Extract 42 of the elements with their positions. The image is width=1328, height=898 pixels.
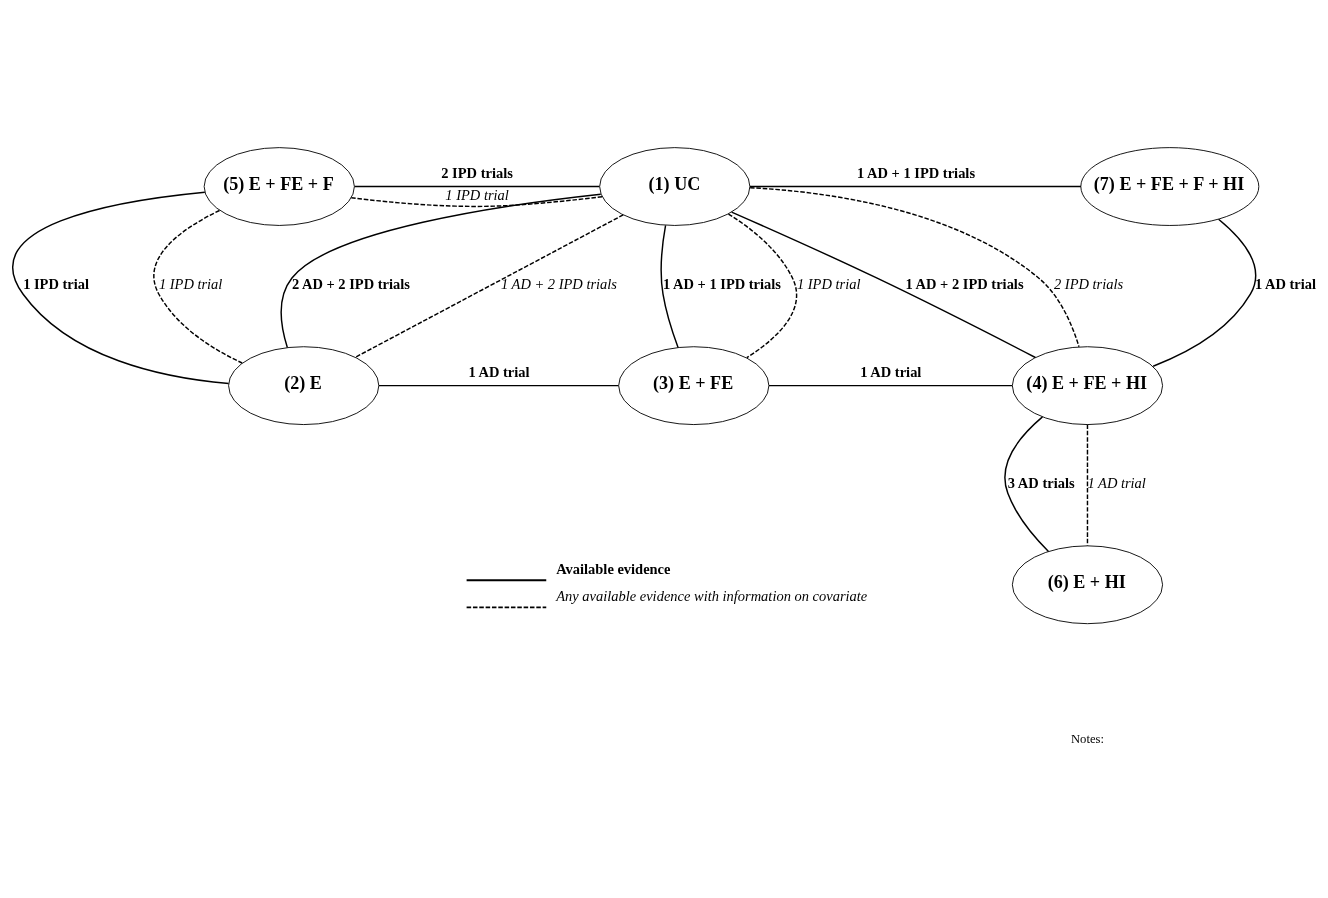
edge-label: 2 IPD trials: [1053, 275, 1124, 292]
connector: [727, 213, 798, 359]
connector: [354, 214, 624, 358]
edge-label: 1 AD trial: [1254, 275, 1316, 292]
edge-label: 2 IPD trials: [441, 165, 513, 182]
connector: [1086, 423, 1089, 547]
edge-label: 1 AD + 1 IPD trials: [857, 165, 976, 182]
connector: [660, 224, 679, 349]
edge-label: 1 AD + 1 IPD trials: [663, 275, 781, 292]
connector: [730, 211, 1037, 359]
connector: [749, 186, 1080, 348]
edge-label: 1 AD + 2 IPD trials: [501, 275, 618, 292]
edge-label: 1 AD + 2 IPD trials: [905, 275, 1024, 292]
connector: [280, 193, 602, 349]
node-ellipse: (2) E: [228, 346, 380, 425]
edge-label: 1 AD trial: [1087, 474, 1146, 491]
connector: [768, 384, 1013, 387]
edge-label: 1 IPD trial: [445, 186, 509, 203]
connector: [749, 185, 1082, 188]
edge-label: 1 AD trial: [468, 364, 530, 381]
connector: [378, 384, 620, 387]
edge-label: 3 AD trials: [1007, 474, 1075, 491]
edge-label: 1 AD trial: [860, 364, 922, 381]
edge-label: 1 IPD trial: [23, 275, 90, 292]
connector: [1152, 218, 1257, 367]
node-ellipse: (4) E + FE + HI: [1011, 346, 1164, 425]
node-ellipse: (5) E + FE + F: [203, 147, 355, 226]
node-ellipse: (3) E + FE: [618, 346, 770, 425]
connector: [350, 195, 603, 208]
node-ellipse: (6) E + HI: [1011, 545, 1164, 625]
edge-label: 1 IPD trial: [158, 275, 223, 292]
edge-label: 1 IPD trial: [796, 275, 861, 292]
legend-label: Any available evidence with information on covariate: [556, 587, 868, 604]
node-ellipse: (1) UC: [599, 147, 751, 226]
node-ellipse: (7) E + FE + F + HI: [1080, 147, 1260, 226]
connector: [353, 185, 601, 188]
legend-label: Available evidence: [556, 560, 671, 577]
edge-label: 2 AD + 2 IPD trials: [291, 275, 410, 292]
connector: [12, 191, 230, 385]
label: Notes:: [1070, 732, 1104, 747]
connector: [1004, 416, 1050, 553]
connector: [153, 209, 243, 364]
